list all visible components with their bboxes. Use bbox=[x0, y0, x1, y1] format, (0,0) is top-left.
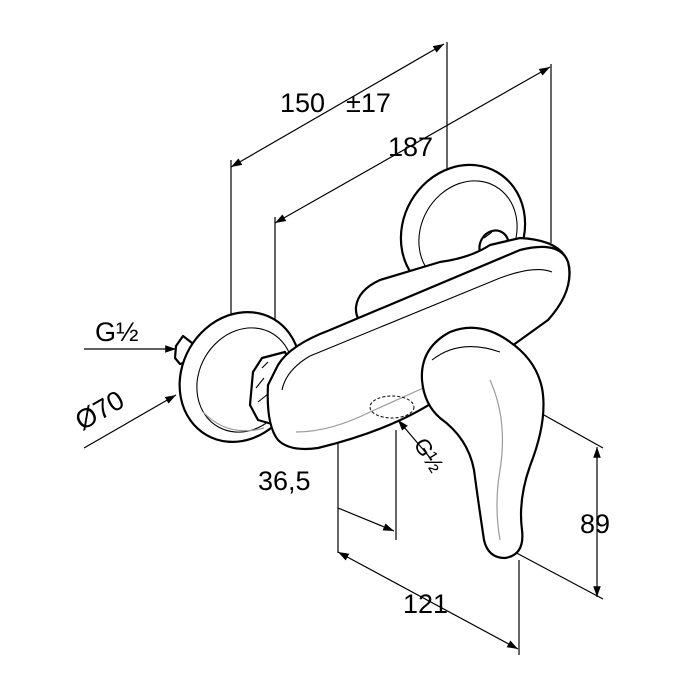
dim-width-tolerance: ±17 bbox=[346, 88, 391, 118]
dim-connection-thread: G½ bbox=[95, 317, 139, 347]
dim-projection: 121 bbox=[403, 589, 448, 619]
dim-rosette-diameter: Ø70 bbox=[70, 385, 129, 437]
lever-handle bbox=[420, 326, 545, 560]
dim-lever-height: 89 bbox=[580, 509, 610, 539]
dim-outlet-offset: 36,5 bbox=[258, 466, 311, 496]
dim-overall-length: 187 bbox=[388, 132, 433, 162]
dim-width-centres: 150 bbox=[280, 88, 325, 118]
